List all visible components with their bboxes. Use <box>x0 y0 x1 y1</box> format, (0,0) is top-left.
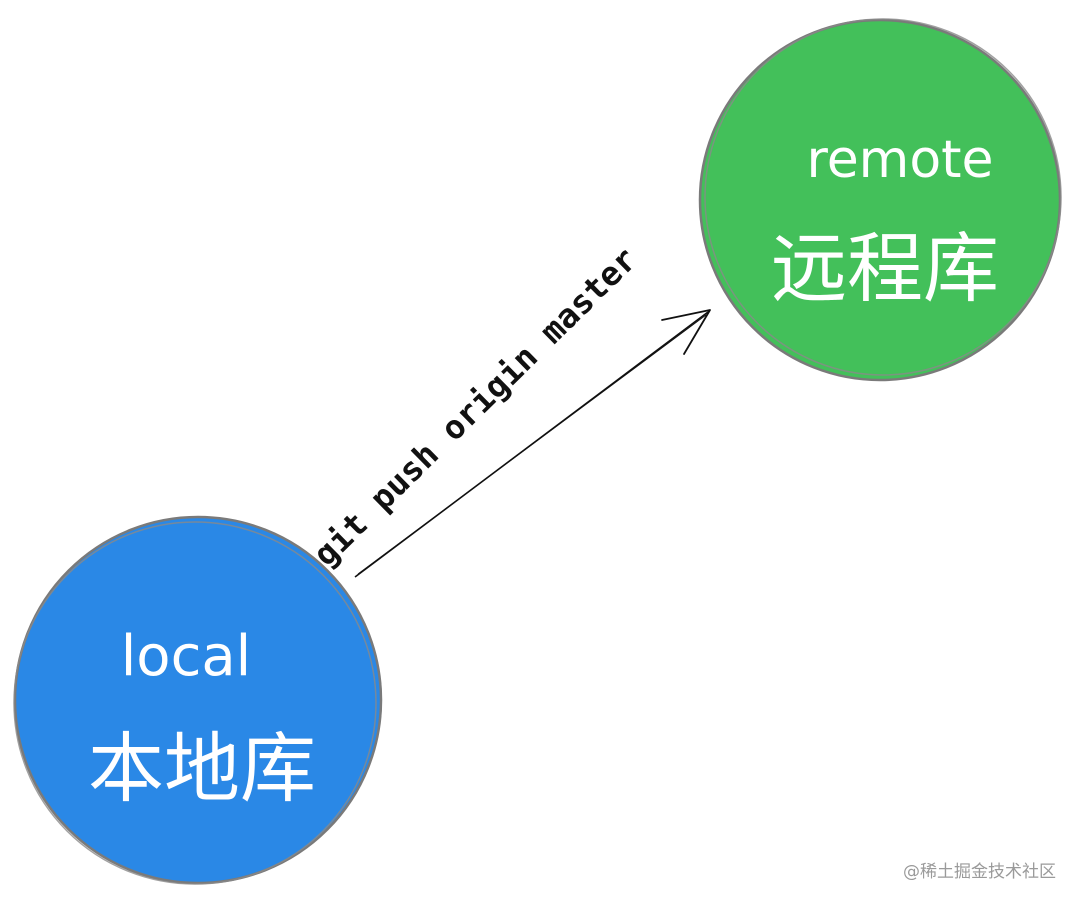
remote-label-zh: 远程库 <box>771 224 999 313</box>
arrow-head <box>661 309 711 355</box>
local-circle <box>13 515 383 885</box>
remote-circle <box>698 18 1062 382</box>
arrow-shaft-sketch <box>357 314 707 575</box>
local-label-zh: 本地库 <box>88 724 316 813</box>
local-node: local 本地库 <box>13 515 383 885</box>
local-label-en: local <box>121 624 251 689</box>
push-arrow <box>354 309 711 578</box>
remote-label-en: remote <box>806 130 993 190</box>
watermark: @稀土掘金技术社区 <box>903 862 1056 882</box>
remote-circle-sketch <box>704 18 1062 376</box>
local-circle-sketch <box>13 521 377 885</box>
remote-node: remote 远程库 <box>698 18 1062 382</box>
push-command-label: git push origin master <box>305 240 644 574</box>
